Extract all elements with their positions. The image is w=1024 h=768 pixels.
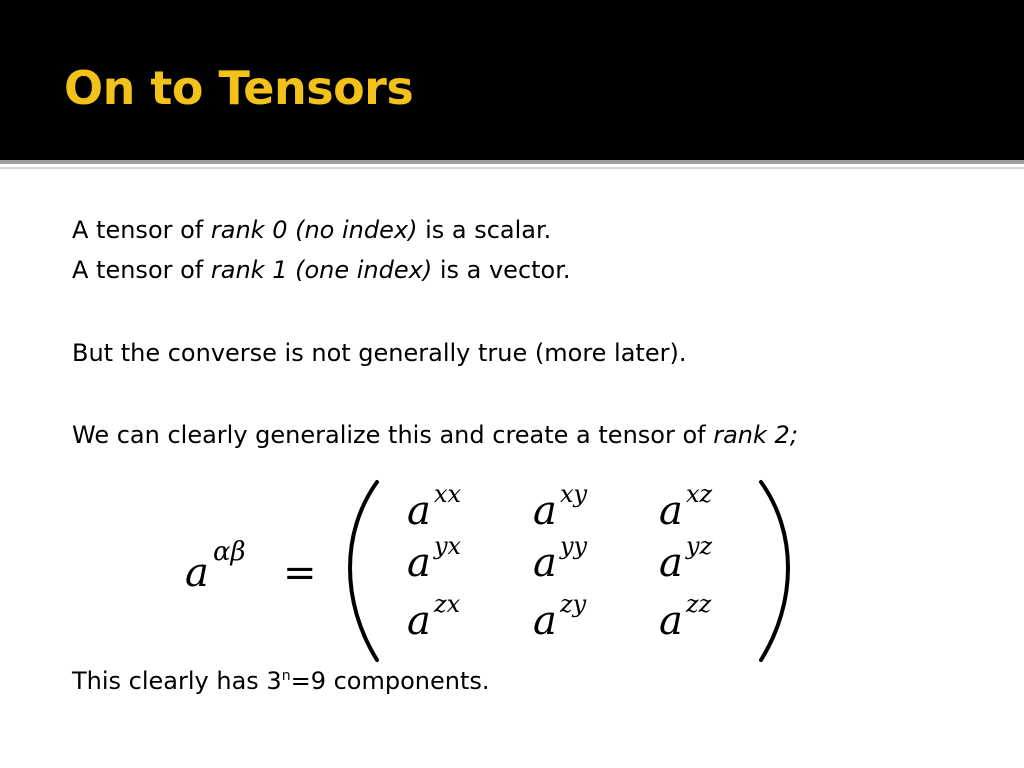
matrix-entry-superscript: zx [433,590,461,618]
matrix-entry-base: a [659,488,683,534]
text-line-components-superscript: n [281,668,291,684]
text-line-generalize: We can clearly generalize this and creat… [72,420,798,450]
matrix-entry-base: a [533,540,557,586]
matrix-entry-base: a [659,540,683,586]
matrix-entry-superscript: zz [685,590,712,618]
matrix-entry-superscript: xx [434,480,462,508]
header-divider [0,160,1024,164]
slide-title: On to Tensors [64,61,414,115]
text-line-rank1: A tensor of rank 1 (one index) is a vect… [72,255,571,285]
left-parenthesis [348,480,379,662]
text-line-rank1-after: is a vector. [432,256,571,284]
matrix-entry-superscript: yz [685,532,713,560]
text-line-rank0: A tensor of rank 0 (no index) is a scala… [72,215,551,245]
text-line-rank0-after: is a scalar. [417,216,552,244]
slide-header: On to Tensors [0,0,1024,160]
matrix-entry-base: a [659,598,683,644]
matrix-entry-superscript: yy [559,532,588,560]
text-line-rank0-before: A tensor of [72,216,211,244]
header-divider-gap [0,164,1024,167]
text-line-rank1-before: A tensor of [72,256,211,284]
header-divider-light [0,167,1024,169]
text-line-rank0-emphasis: rank 0 (no index) [210,216,418,244]
matrix-entry-base: a [533,488,557,534]
text-line-generalize-emphasis: rank 2; [713,421,798,449]
text-line-converse: But the converse is not generally true (… [72,339,687,367]
lhs-superscript: αβ [213,537,246,567]
text-line-components: This clearly has 3n=9 components. [72,666,490,696]
matrix-entry-superscript: xz [686,480,713,508]
matrix-entry-superscript: zy [559,590,587,618]
matrix-entry-base: a [407,488,431,534]
right-parenthesis [759,480,790,662]
equals-sign: = [283,550,317,596]
text-line-components-before: This clearly has 3 [72,667,282,695]
matrix-entry-superscript: xy [560,480,588,508]
text-line-generalize-before: We can clearly generalize this and creat… [72,421,714,449]
matrix-entry-superscript: yx [433,532,462,560]
lhs-base: a [185,550,209,596]
matrix-entry-base: a [407,598,431,644]
matrix-entry-base: a [533,598,557,644]
text-line-rank1-emphasis: rank 1 (one index) [210,256,433,284]
matrix-entry-base: a [407,540,431,586]
text-line-components-after: =9 components. [290,667,490,695]
